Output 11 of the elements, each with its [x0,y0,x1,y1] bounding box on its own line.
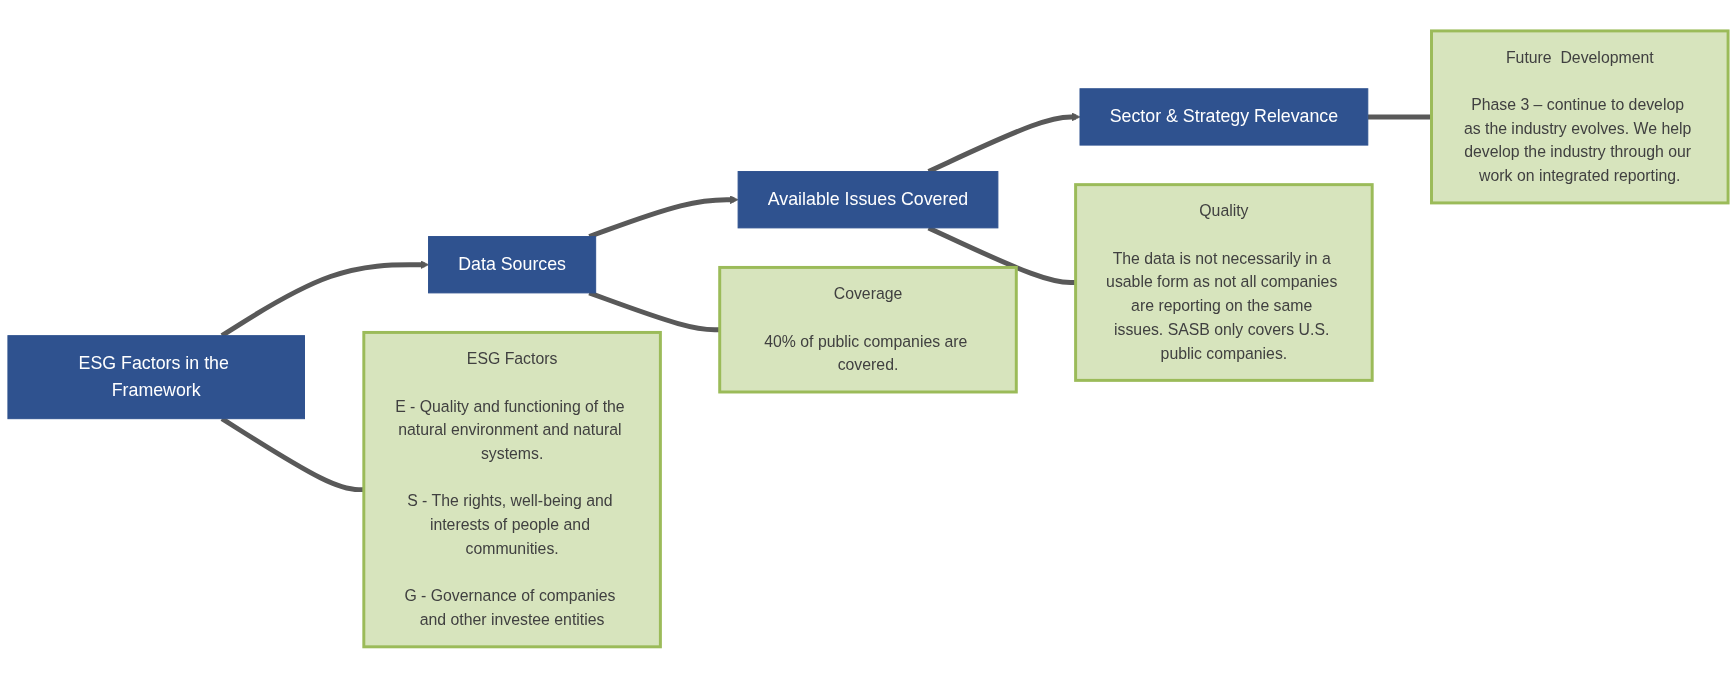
node-box: Quality The data is not necessarily in a usable form as not all companies are reporting on the same issues. SASB only covers U.S. public companies. [1074,183,1374,382]
node-box: Coverage 40% of public companies are covered. [718,266,1018,394]
node-box: ESG Factors in the Framework [7,335,305,420]
node-box: Future Development Phase 3 – continue to develop as the industry evolves. We help develop the industry through our work on integrated reporting. [1430,29,1730,205]
connector [588,290,720,333]
node-box: Sector & Strategy Relevance [1079,88,1369,146]
node-box: Data Sources [428,236,597,294]
arrow [588,195,739,239]
node-box: Available Issues Covered [737,171,999,229]
node-box: ESG Factors E - Quality and functioning of the natural environment and natural systems. S - The rights, well-being and interests of people and communities. G - Governance of companies and other investee entities [362,331,662,649]
connector [1367,114,1432,120]
